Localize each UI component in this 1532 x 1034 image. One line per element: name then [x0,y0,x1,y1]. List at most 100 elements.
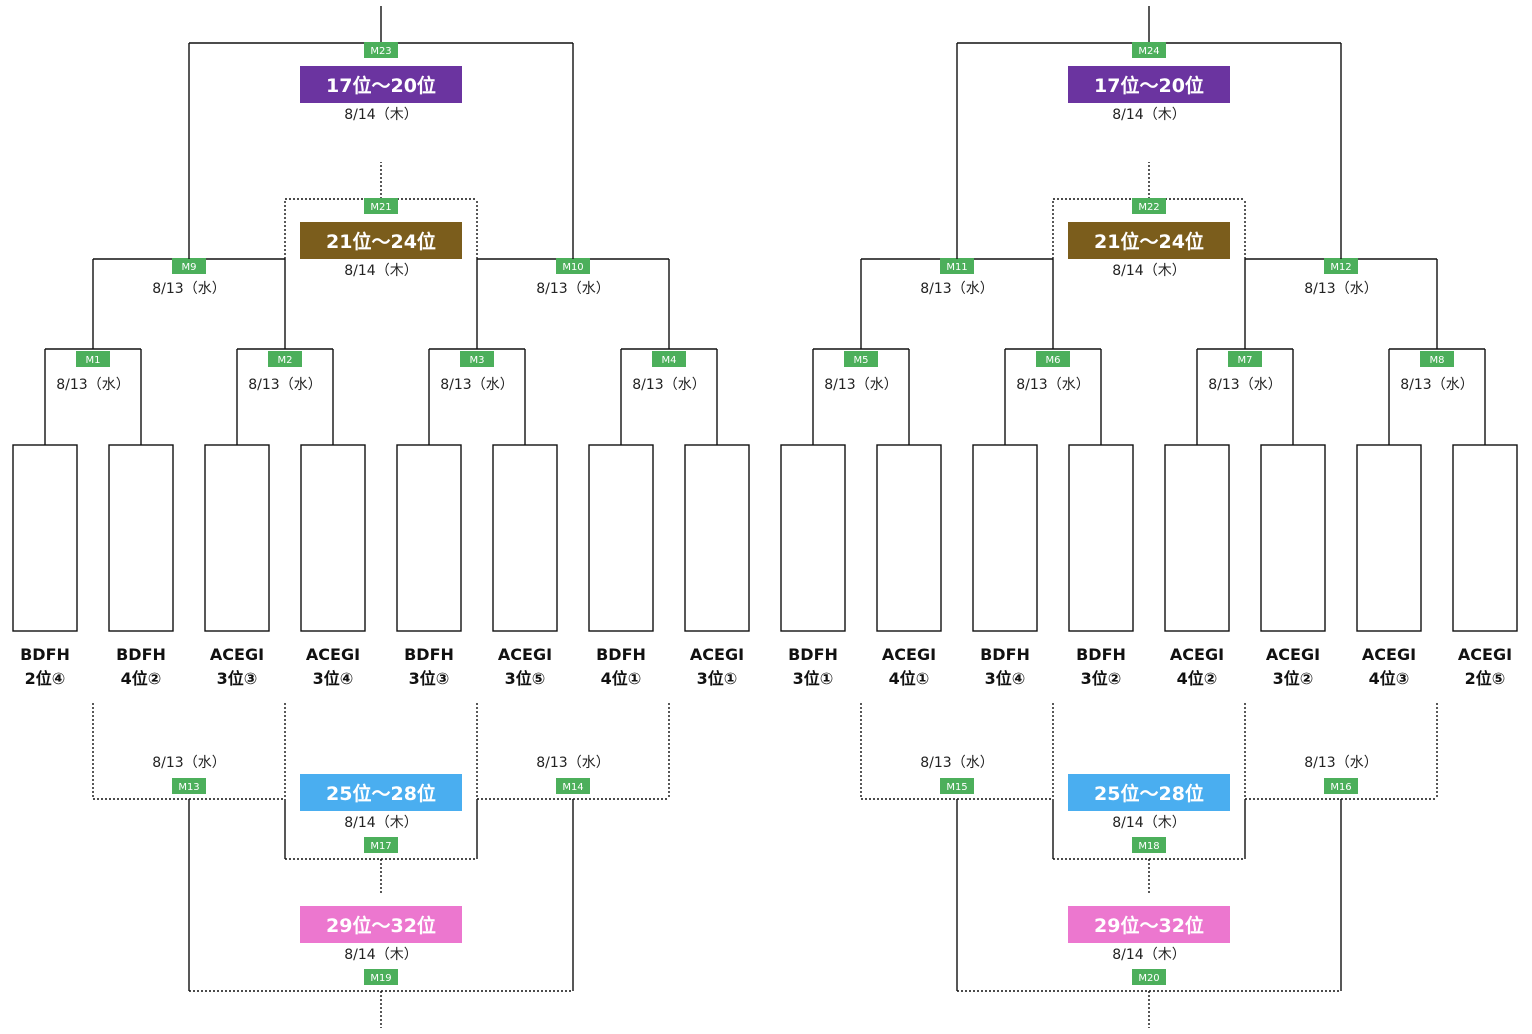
match-date: 8/13（水） [248,377,321,393]
match-date: 8/13（水） [1400,377,1473,393]
match-M22-label: M22 [1138,202,1159,213]
rank-29-32-box [1068,906,1230,943]
match-M24-label: M24 [1138,46,1159,57]
team-slot [396,444,462,632]
rank-29-32-box [300,906,462,943]
match-M1-badge [76,351,110,367]
rank-17-20-text: 17位～20位 [326,74,436,97]
rank-25-28-text: 25位～28位 [326,782,436,805]
match-M2-label: M2 [278,355,293,366]
team-slot [684,444,750,632]
match-M5-label: M5 [854,355,869,366]
match-date: 8/13（水） [536,281,609,297]
team-slot [972,444,1038,632]
team-pool-label: ACEGI [1458,645,1512,664]
team-rank-label: 3位① [697,669,738,688]
team-rank-label: 2位④ [25,669,66,688]
team-rank-label: 3位③ [409,669,450,688]
team-slot [1452,444,1518,632]
team-rank-label: 4位① [889,669,930,688]
team-slot [876,444,942,632]
match-M13-label: M13 [178,782,199,793]
match-M15-label: M15 [946,782,967,793]
team-pool-label: BDFH [596,645,646,664]
match-M4-badge [652,351,686,367]
team-slot [12,444,78,632]
team-rank-label: 4位③ [1369,669,1410,688]
match-M15-badge [940,778,974,794]
match-M19-badge [364,969,398,985]
match-date: 8/14（木） [344,815,417,831]
team-pool-label: BDFH [116,645,166,664]
match-M6-badge [1036,351,1070,367]
match-date: 8/13（水） [440,377,513,393]
match-date: 8/13（水） [536,755,609,771]
match-M9-badge [172,258,206,274]
rank-17-20-box [1068,66,1230,103]
team-pool-label: ACEGI [1362,645,1416,664]
match-M7-badge [1228,351,1262,367]
match-M22-badge [1132,198,1166,214]
team-rank-label: 3位④ [313,669,354,688]
team-rank-label: 3位① [793,669,834,688]
team-rank-label: 3位② [1081,669,1122,688]
match-M8-badge [1420,351,1454,367]
team-slot [1164,444,1230,632]
match-M12-label: M12 [1330,262,1351,273]
match-M11-badge [940,258,974,274]
team-pool-label: BDFH [1076,645,1126,664]
team-slot [108,444,174,632]
team-pool-label: BDFH [980,645,1030,664]
bracket-group-1: BDFH2位④BDFH4位②ACEGI3位③ACEGI3位④BDFH3位③ACE… [12,6,750,1028]
match-M10-label: M10 [562,262,583,273]
match-date: 8/13（水） [824,377,897,393]
match-M24-badge [1132,42,1166,58]
match-M16-label: M16 [1330,782,1351,793]
match-date: 8/13（水） [920,755,993,771]
rank-29-32-text: 29位～32位 [326,914,436,937]
team-slot [588,444,654,632]
match-date: 8/14（木） [1112,947,1185,963]
team-pool-label: ACEGI [306,645,360,664]
match-M17-label: M17 [370,841,391,852]
match-date: 8/14（木） [344,947,417,963]
match-M4-label: M4 [662,355,677,366]
match-M23-label: M23 [370,46,391,57]
match-M14-badge [556,778,590,794]
match-M13-badge [172,778,206,794]
match-date: 8/13（水） [632,377,705,393]
team-slot [300,444,366,632]
match-M20-label: M20 [1138,973,1159,984]
match-M2-badge [268,351,302,367]
rank-25-28-box [300,774,462,811]
rank-17-20-text: 17位～20位 [1094,74,1204,97]
bracket-group-2: BDFH3位①ACEGI4位①BDFH3位④BDFH3位②ACEGI4位②ACE… [780,6,1518,1028]
match-M6-label: M6 [1046,355,1061,366]
team-pool-label: ACEGI [1170,645,1224,664]
team-rank-label: 2位⑤ [1465,669,1506,688]
rank-21-24-box [1068,222,1230,259]
team-slot [1068,444,1134,632]
match-M17-badge [364,837,398,853]
match-M18-badge [1132,837,1166,853]
match-M20-badge [1132,969,1166,985]
match-date: 8/13（水） [152,755,225,771]
match-M21-badge [364,198,398,214]
team-pool-label: ACEGI [690,645,744,664]
match-date: 8/14（木） [1112,815,1185,831]
rank-25-28-text: 25位～28位 [1094,782,1204,805]
match-date: 8/14（木） [1112,107,1185,123]
team-rank-label: 3位⑤ [505,669,546,688]
match-date: 8/13（水） [1304,281,1377,297]
match-M10-badge [556,258,590,274]
match-date: 8/14（木） [344,263,417,279]
match-M5-badge [844,351,878,367]
match-M7-label: M7 [1238,355,1253,366]
team-slot [492,444,558,632]
team-slot [204,444,270,632]
team-rank-label: 4位① [601,669,642,688]
match-M16-badge [1324,778,1358,794]
rank-21-24-text: 21位～24位 [326,230,436,253]
match-M1-label: M1 [86,355,101,366]
